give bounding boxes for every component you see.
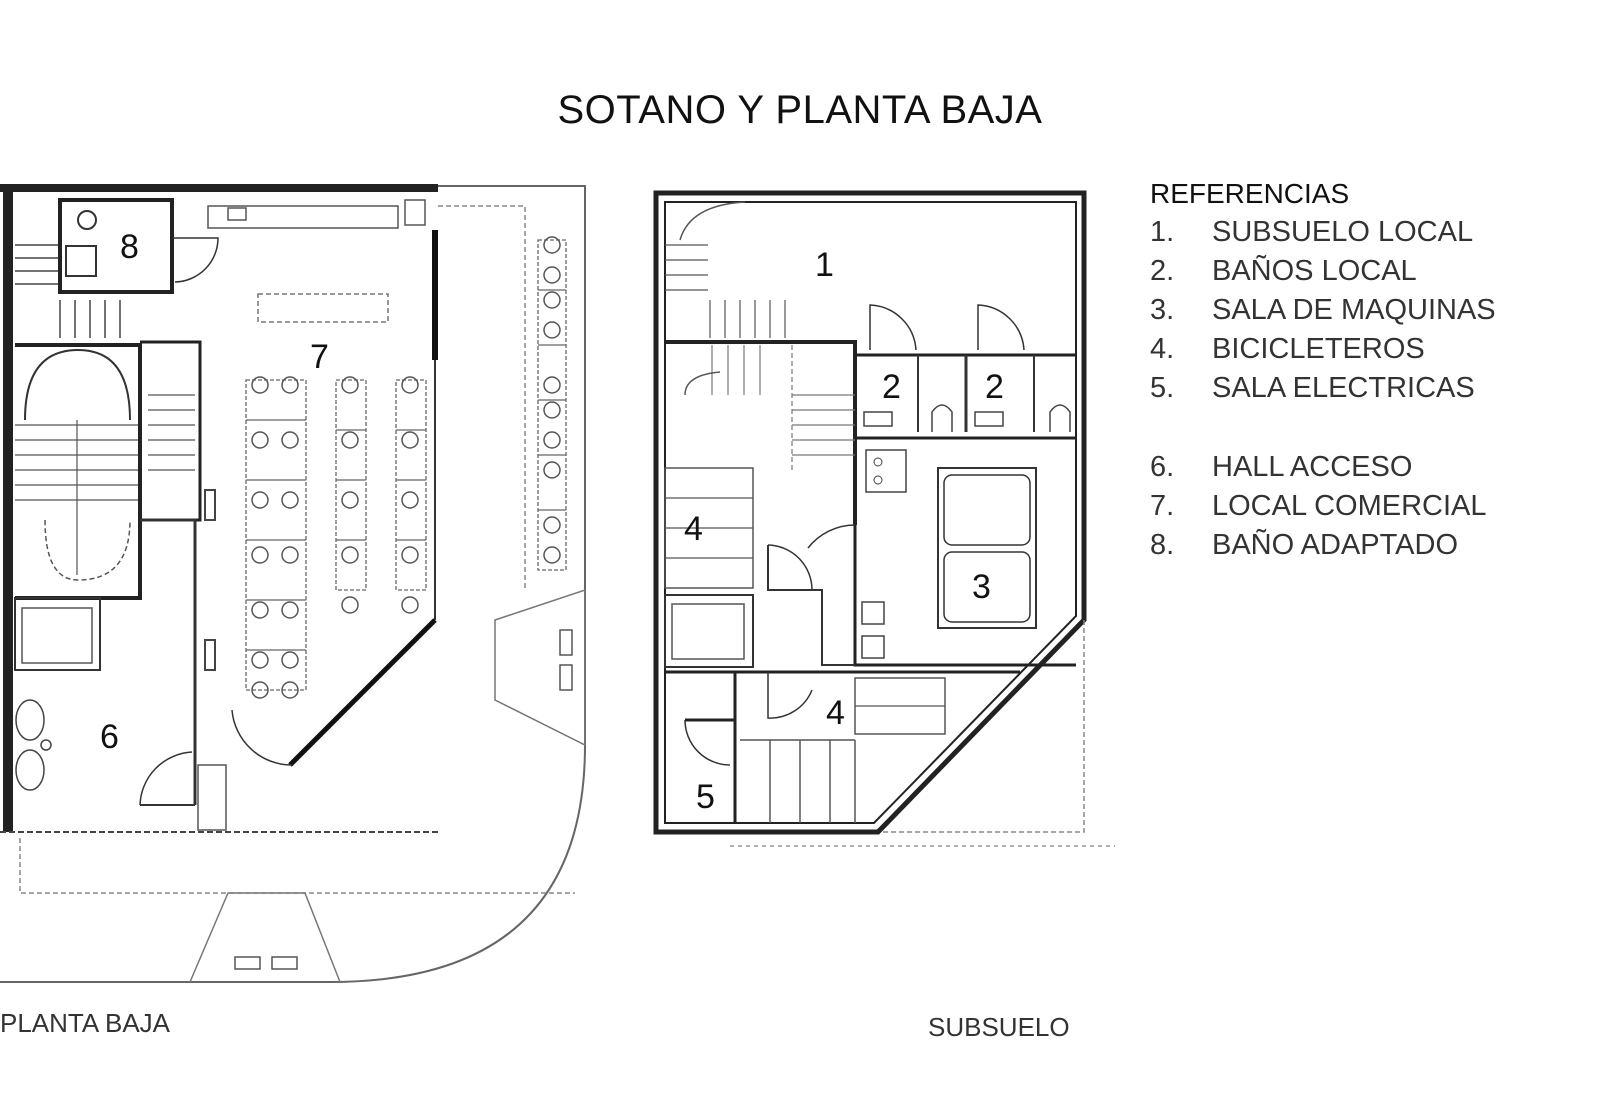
legend-item-number: 4. [1150, 333, 1175, 365]
room-number-4b: 4 [826, 694, 845, 732]
legend-item: 7. LOCAL COMERCIAL [1150, 490, 1487, 523]
legend-item-label: BICICLETEROS [1212, 333, 1425, 365]
legend-item: 1. SUBSUELO LOCAL [1150, 216, 1473, 249]
legend-heading: REFERENCIAS [1150, 178, 1350, 209]
room-number-8: 8 [120, 228, 139, 266]
legend-item-label: BAÑOS LOCAL [1212, 255, 1417, 287]
legend-item-number: 3. [1150, 294, 1175, 326]
legend-item-number: 8. [1150, 529, 1175, 561]
legend-item: 5. SALA ELECTRICAS [1150, 372, 1475, 405]
caption-ground-floor: PLANTA BAJA [0, 1008, 171, 1038]
legend-item-label: SALA DE MAQUINAS [1212, 294, 1496, 326]
legend-item-label: BAÑO ADAPTADO [1212, 529, 1459, 561]
legend-item-label: HALL ACCESO [1212, 451, 1413, 483]
caption-basement: SUBSUELO [928, 1012, 1070, 1042]
basement-plan: 1 2 2 3 4 4 5 [653, 190, 1115, 847]
legend-item: 8. BAÑO ADAPTADO [1150, 529, 1458, 562]
room-number-1: 1 [815, 246, 834, 284]
room-number-5: 5 [696, 778, 715, 816]
legend-item: 3. SALA DE MAQUINAS [1150, 294, 1496, 327]
room-number-2b: 2 [985, 368, 1004, 406]
room-number-2a: 2 [882, 368, 901, 406]
legend-item-number: 7. [1150, 490, 1175, 522]
legend-item-number: 1. [1150, 216, 1175, 248]
legend-item: 4. BICICLETEROS [1150, 333, 1425, 366]
legend-item-label: SUBSUELO LOCAL [1212, 216, 1474, 248]
room-number-6: 6 [100, 718, 119, 756]
room-number-3: 3 [972, 568, 991, 606]
legend-item-label: LOCAL COMERCIAL [1212, 490, 1487, 522]
legend-item-number: 2. [1150, 255, 1175, 287]
legend-item-label: SALA ELECTRICAS [1212, 372, 1475, 404]
ground-floor-plan: 8 7 6 [0, 184, 586, 983]
legend-item-number: 6. [1150, 451, 1175, 483]
legend-item: 6. HALL ACCESO [1150, 451, 1412, 484]
legend-item-number: 5. [1150, 372, 1175, 404]
room-number-4a: 4 [684, 510, 703, 548]
page-title: SOTANO Y PLANTA BAJA [557, 88, 1043, 132]
room-number-7: 7 [310, 338, 329, 376]
legend-item: 2. BAÑOS LOCAL [1150, 255, 1417, 288]
